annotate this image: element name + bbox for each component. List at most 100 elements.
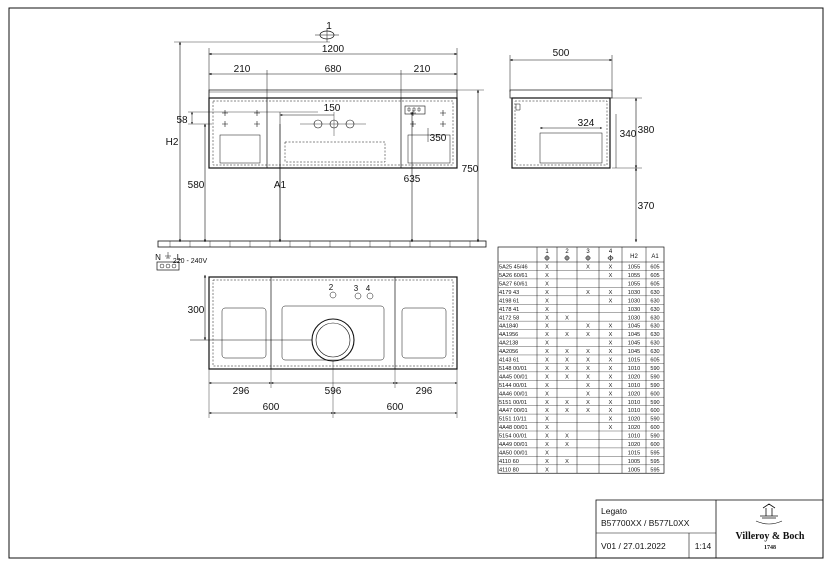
table-header-cell: H2: [630, 254, 638, 260]
dim-370: 370: [638, 201, 655, 212]
dim-750: 750: [462, 164, 479, 175]
brand-name: Villeroy & Boch: [736, 531, 805, 542]
dim-total-width: 1200: [322, 44, 345, 55]
marker-2-label: 2: [329, 283, 334, 292]
table-cell: X: [586, 374, 590, 380]
table-cell: 1020: [628, 442, 640, 448]
table-cell: X: [586, 400, 590, 406]
table-article-cell: 4172 58: [499, 315, 519, 321]
table-article-cell: 4179 43: [499, 290, 519, 296]
table-header-cell: 3: [586, 249, 590, 255]
table-cell: X: [545, 366, 549, 372]
table-cell: X: [609, 298, 613, 304]
product-codes: B57700XX / B577L0XX: [601, 518, 690, 528]
table-cell: X: [609, 374, 613, 380]
table-cell: 595: [650, 450, 659, 456]
table-cell: X: [609, 400, 613, 406]
table-cell: X: [545, 408, 549, 414]
table-cell: 1020: [628, 391, 640, 397]
version-date: V01 / 27.01.2022: [601, 541, 666, 551]
table-cell: X: [586, 383, 590, 389]
table-cell: X: [545, 349, 549, 355]
dim-h2: H2: [166, 137, 179, 148]
table-cell: 1030: [628, 307, 640, 313]
table-cell: 1030: [628, 298, 640, 304]
table-cell: 1010: [628, 408, 640, 414]
table-cell: X: [586, 366, 590, 372]
table-article-cell: 4A2056: [499, 349, 518, 355]
table-cell: X: [545, 400, 549, 406]
table-cell: X: [545, 467, 549, 473]
table-article-cell: 5A27 60/61: [499, 281, 528, 287]
table-cell: 630: [650, 315, 659, 321]
table-cell: 1045: [628, 332, 640, 338]
table-article-cell: 4A2138: [499, 341, 518, 347]
dim-left-section: 210: [234, 64, 251, 75]
dim-58: 58: [176, 115, 188, 126]
table-cell: 1020: [628, 417, 640, 423]
table-cell: X: [609, 341, 613, 347]
table-article-cell: 5A26 60/61: [499, 273, 528, 279]
table-cell: X: [586, 408, 590, 414]
table-article-cell: 5148 00/01: [499, 366, 527, 372]
connection-ring-icon: [544, 255, 550, 261]
table-article-cell: 5154 00/01: [499, 434, 527, 440]
table-cell: X: [609, 273, 613, 279]
castle-icon: [760, 503, 778, 519]
table-cell: 1015: [628, 450, 640, 456]
title-block: [595, 499, 824, 559]
table-cell: X: [586, 290, 590, 296]
table-cell: X: [545, 450, 549, 456]
wall-line: [157, 240, 487, 248]
table-article-cell: 4178 41: [499, 307, 519, 313]
dim-340: 340: [620, 129, 637, 140]
table-cell: X: [545, 307, 549, 313]
table-cell: X: [545, 374, 549, 380]
table-cell: 1020: [628, 374, 640, 380]
dim-296-right: 296: [416, 386, 433, 397]
table-cell: X: [586, 358, 590, 364]
dim-600-right: 600: [387, 402, 404, 413]
dim-center-section: 680: [325, 64, 342, 75]
front-view: [174, 28, 484, 243]
dim-a1: A1: [274, 180, 287, 191]
table-cell: X: [565, 442, 569, 448]
table-cell: X: [609, 391, 613, 397]
table-cell: X: [609, 425, 613, 431]
table-article-cell: 4A1956: [499, 332, 518, 338]
table-article-cell: 4A45 00/01: [499, 374, 528, 380]
table-article-cell: 4198 61: [499, 298, 519, 304]
side-view: [509, 55, 642, 243]
table-cell: 1030: [628, 290, 640, 296]
table-cell: 630: [650, 349, 659, 355]
dim-296-left: 296: [233, 386, 250, 397]
table-cell: X: [545, 391, 549, 397]
table-header-cell: 4: [609, 249, 613, 255]
table-cell: 605: [650, 358, 659, 364]
table-cell: 595: [650, 467, 659, 473]
table-cell: 1055: [628, 273, 640, 279]
table-cell: X: [545, 298, 549, 304]
table-cell: X: [586, 324, 590, 330]
table-cell: X: [545, 324, 549, 330]
table-cell: X: [609, 383, 613, 389]
table-cell: X: [565, 434, 569, 440]
table-cell: 630: [650, 332, 659, 338]
table-cell: X: [609, 332, 613, 338]
table-cell: X: [565, 358, 569, 364]
terminal-l-label: L: [177, 253, 182, 262]
table-cell: 595: [650, 459, 659, 465]
connection-ring-icon: [585, 255, 591, 261]
table-cell: 1055: [628, 265, 640, 271]
table-cell: X: [609, 324, 613, 330]
table-cell: 630: [650, 324, 659, 330]
table-cell: X: [545, 383, 549, 389]
marker-1-label: 1: [326, 21, 332, 32]
table-article-cell: 5151 10/11: [499, 417, 527, 423]
table-cell: 590: [650, 434, 659, 440]
table-cell: 630: [650, 290, 659, 296]
table-cell: X: [586, 332, 590, 338]
table-article-cell: 4A1840: [499, 324, 518, 330]
